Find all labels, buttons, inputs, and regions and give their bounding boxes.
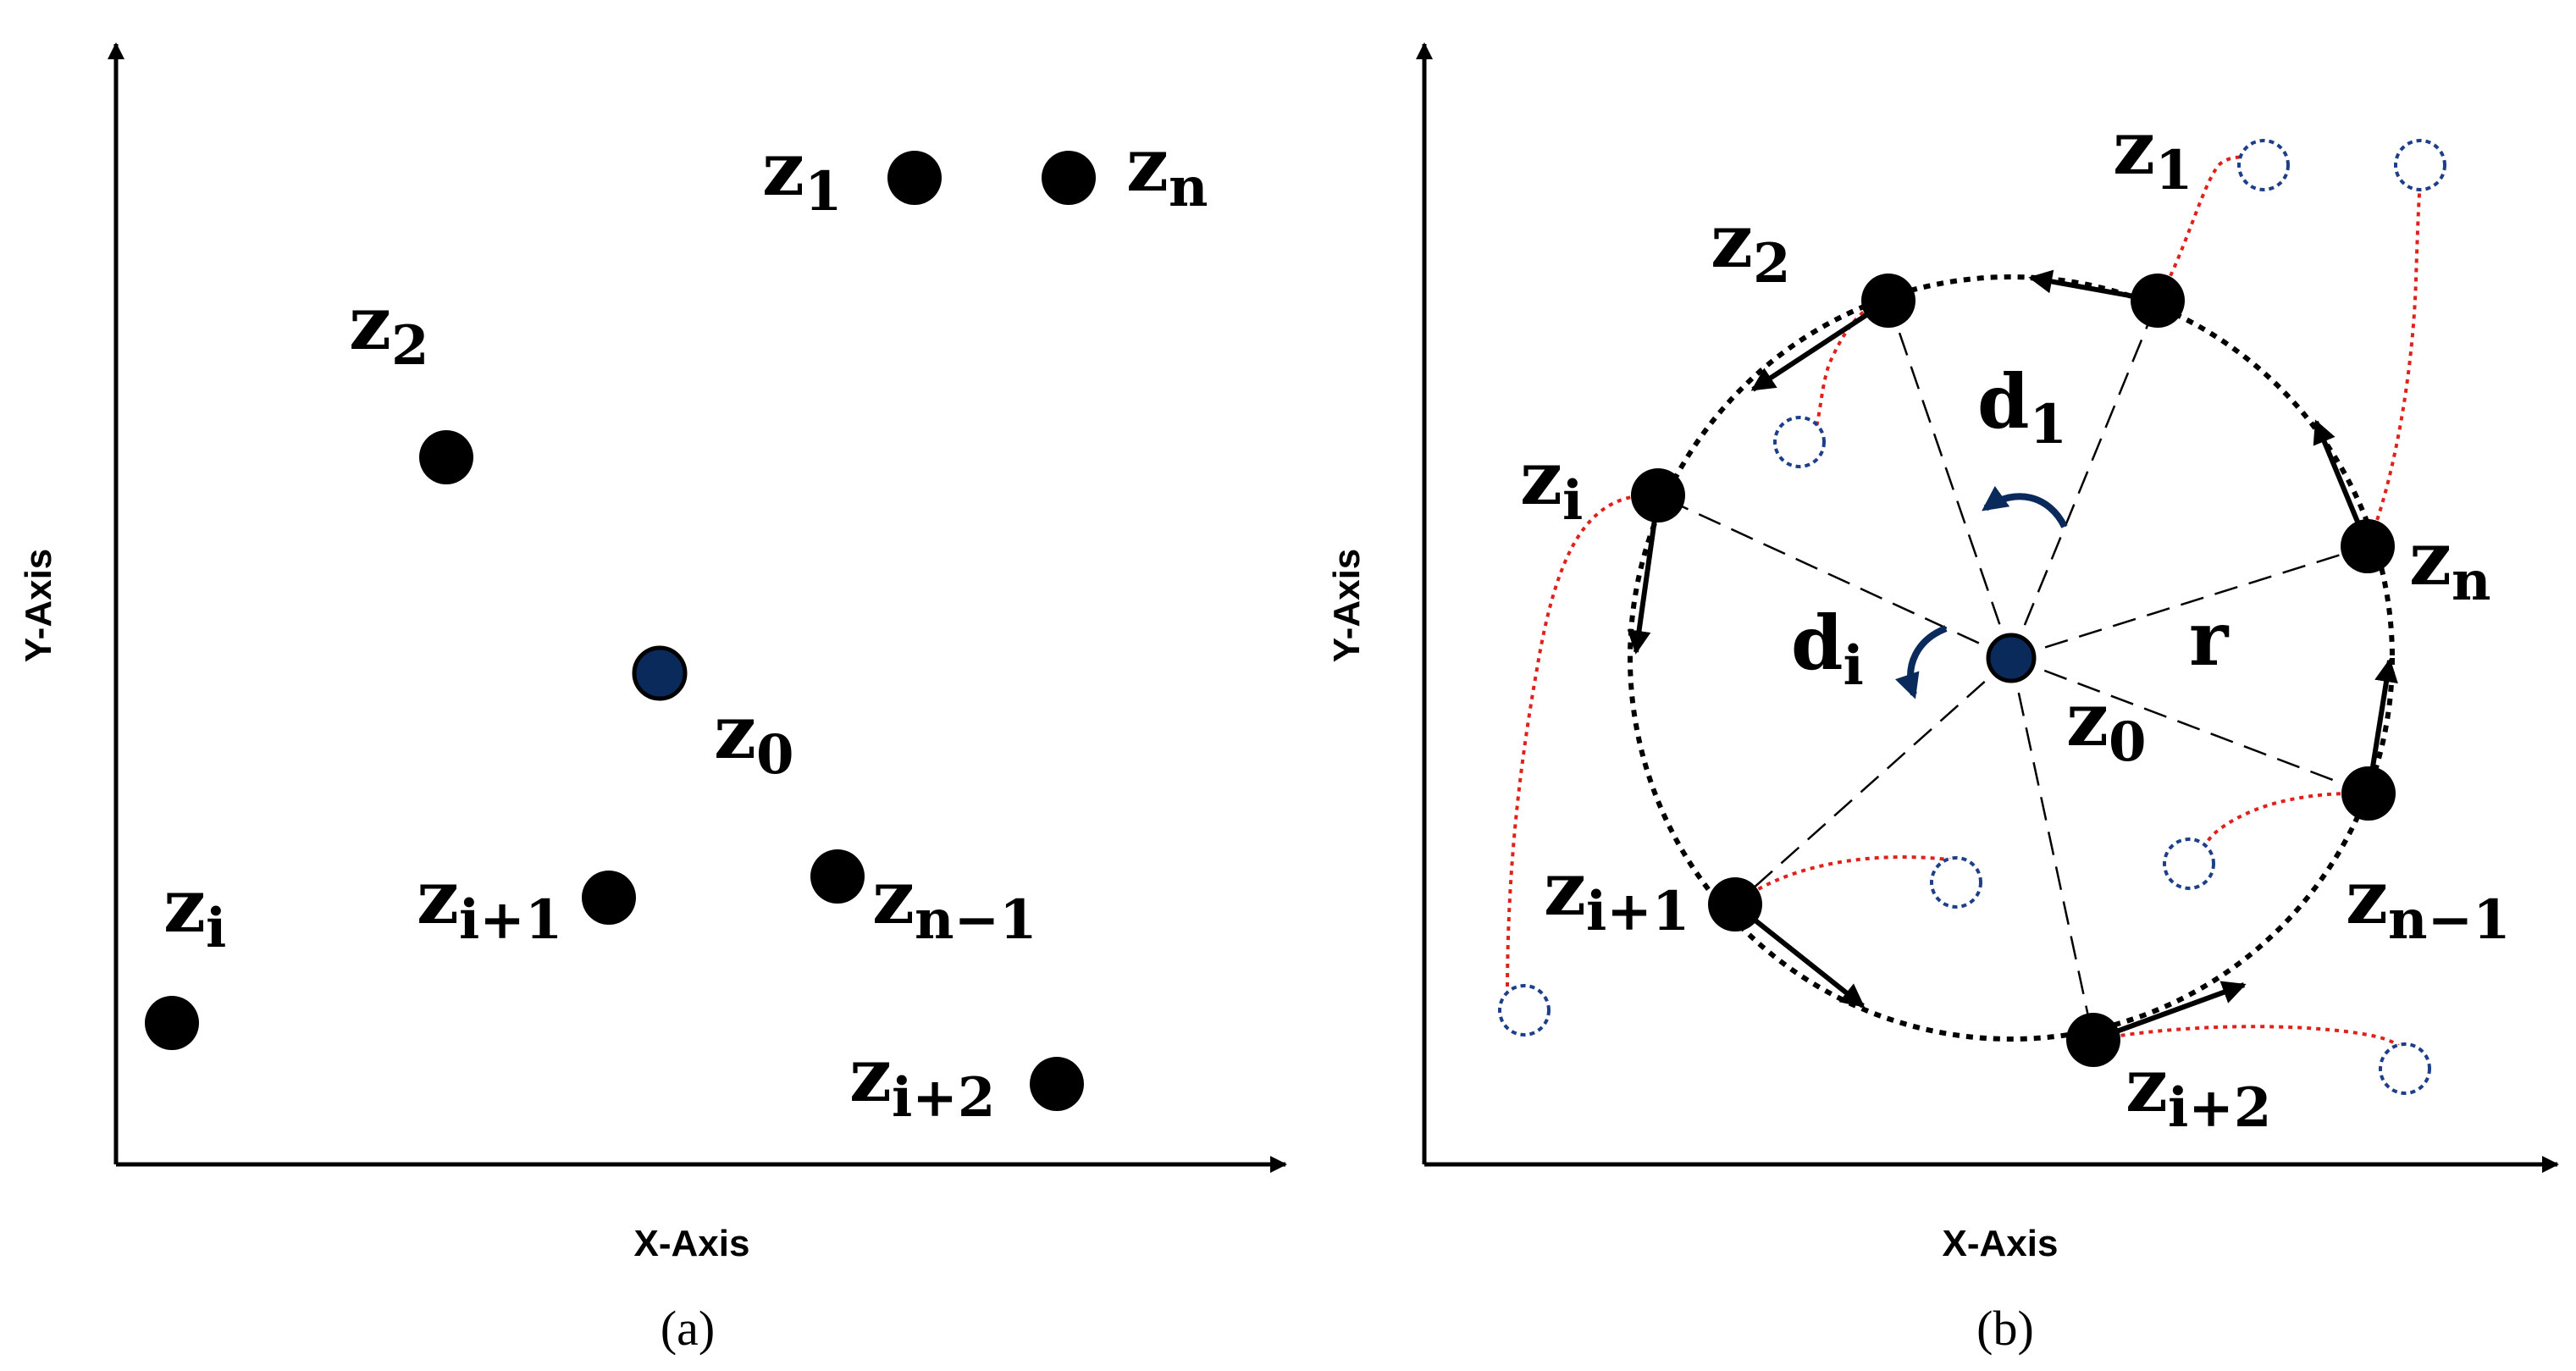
radius-zn1 bbox=[2010, 656, 2369, 795]
label-b-z0: z0 bbox=[2066, 675, 2147, 774]
radius-zi2 bbox=[2009, 657, 2095, 1041]
label-b-zi1: zi+1 bbox=[1544, 844, 1689, 943]
point-a-zn bbox=[1042, 151, 1096, 205]
point-a-zn1 bbox=[810, 849, 865, 904]
radius-zn bbox=[2010, 545, 2369, 660]
ghost-zi1 bbox=[1930, 856, 1982, 909]
label-a-z0: z0 bbox=[714, 688, 794, 787]
trail-z1 bbox=[2156, 155, 2264, 302]
point-b-zi1 bbox=[1708, 877, 1762, 932]
point-b-zn bbox=[2341, 519, 2395, 573]
panel-a-y-axis-label: Y-Axis bbox=[18, 549, 59, 663]
angle-arrow-d1 bbox=[1982, 485, 2068, 528]
point-a-z1 bbox=[887, 151, 942, 205]
label-a-z1: z1 bbox=[762, 124, 843, 224]
label-b-z1: z1 bbox=[2113, 103, 2193, 202]
ghost-zn bbox=[2394, 139, 2446, 191]
label-b-zi2: zi+2 bbox=[2125, 1041, 2271, 1140]
orbit-circle bbox=[1628, 274, 2395, 1042]
radius-z1 bbox=[2009, 300, 2159, 659]
label-a-zi2: zi+2 bbox=[849, 1031, 995, 1130]
trail-zn bbox=[2366, 181, 2422, 547]
label-a-zn: zn bbox=[1126, 120, 1208, 219]
panel-b-caption: (b) bbox=[1976, 1301, 2034, 1356]
label-a-z2: z2 bbox=[349, 279, 429, 378]
panel-b-x-axis-label: X-Axis bbox=[1943, 1223, 2059, 1264]
ghost-zn1 bbox=[2163, 838, 2215, 890]
point-b-z1 bbox=[2131, 274, 2185, 328]
angle-arrow-di bbox=[1895, 625, 1948, 699]
label-b-r: r bbox=[2189, 594, 2230, 683]
label-b-z2: z2 bbox=[1711, 196, 1791, 296]
ghost-z1 bbox=[2237, 139, 2290, 191]
trail-zi bbox=[1506, 493, 1659, 996]
point-b-zi2 bbox=[2066, 1013, 2120, 1067]
arrow-zi1-to-zi2 bbox=[1733, 902, 1866, 1009]
ghost-z2 bbox=[1773, 416, 1826, 468]
label-b-zi: zi bbox=[1520, 434, 1583, 533]
panel-a: X-Axis Y-Axis (a) z1 zn z2 z0 zi zi+1 zn… bbox=[18, 42, 1287, 1356]
point-a-zi2 bbox=[1030, 1057, 1084, 1111]
label-a-zn1: zn−1 bbox=[872, 853, 1037, 952]
point-b-z2 bbox=[1861, 274, 1915, 328]
ghost-zi bbox=[1498, 984, 1551, 1037]
trail-zn1 bbox=[2192, 791, 2369, 861]
label-a-zi1: zi+1 bbox=[417, 853, 562, 952]
point-a-z2 bbox=[419, 430, 473, 484]
point-a-z0 bbox=[632, 645, 688, 701]
label-b-di: di bbox=[1791, 599, 1864, 698]
radius-zi1 bbox=[1734, 657, 2012, 905]
point-b-zn1 bbox=[2341, 766, 2396, 821]
point-a-zi1 bbox=[582, 871, 636, 925]
panel-b-y-axis-label: Y-Axis bbox=[1326, 549, 1368, 663]
ghost-zi2 bbox=[2379, 1042, 2431, 1095]
radius-zi bbox=[1657, 494, 2012, 660]
ghost-points bbox=[1498, 139, 2446, 1095]
label-a-zi: zi bbox=[163, 861, 226, 960]
panel-a-x-axis-label: X-Axis bbox=[634, 1223, 750, 1264]
panel-a-caption: (a) bbox=[661, 1301, 715, 1356]
label-b-d1: d1 bbox=[1977, 357, 2067, 456]
label-b-zn: zn bbox=[2409, 514, 2491, 613]
radii bbox=[1657, 300, 2369, 1041]
radius-z2 bbox=[1887, 300, 2013, 659]
label-b-zn1: zn−1 bbox=[2346, 853, 2511, 952]
point-b-zi bbox=[1631, 468, 1685, 522]
point-a-zi bbox=[145, 996, 199, 1050]
panel-b: X-Axis Y-Axis (b) bbox=[1326, 42, 2559, 1356]
point-b-z0 bbox=[1986, 633, 2037, 683]
